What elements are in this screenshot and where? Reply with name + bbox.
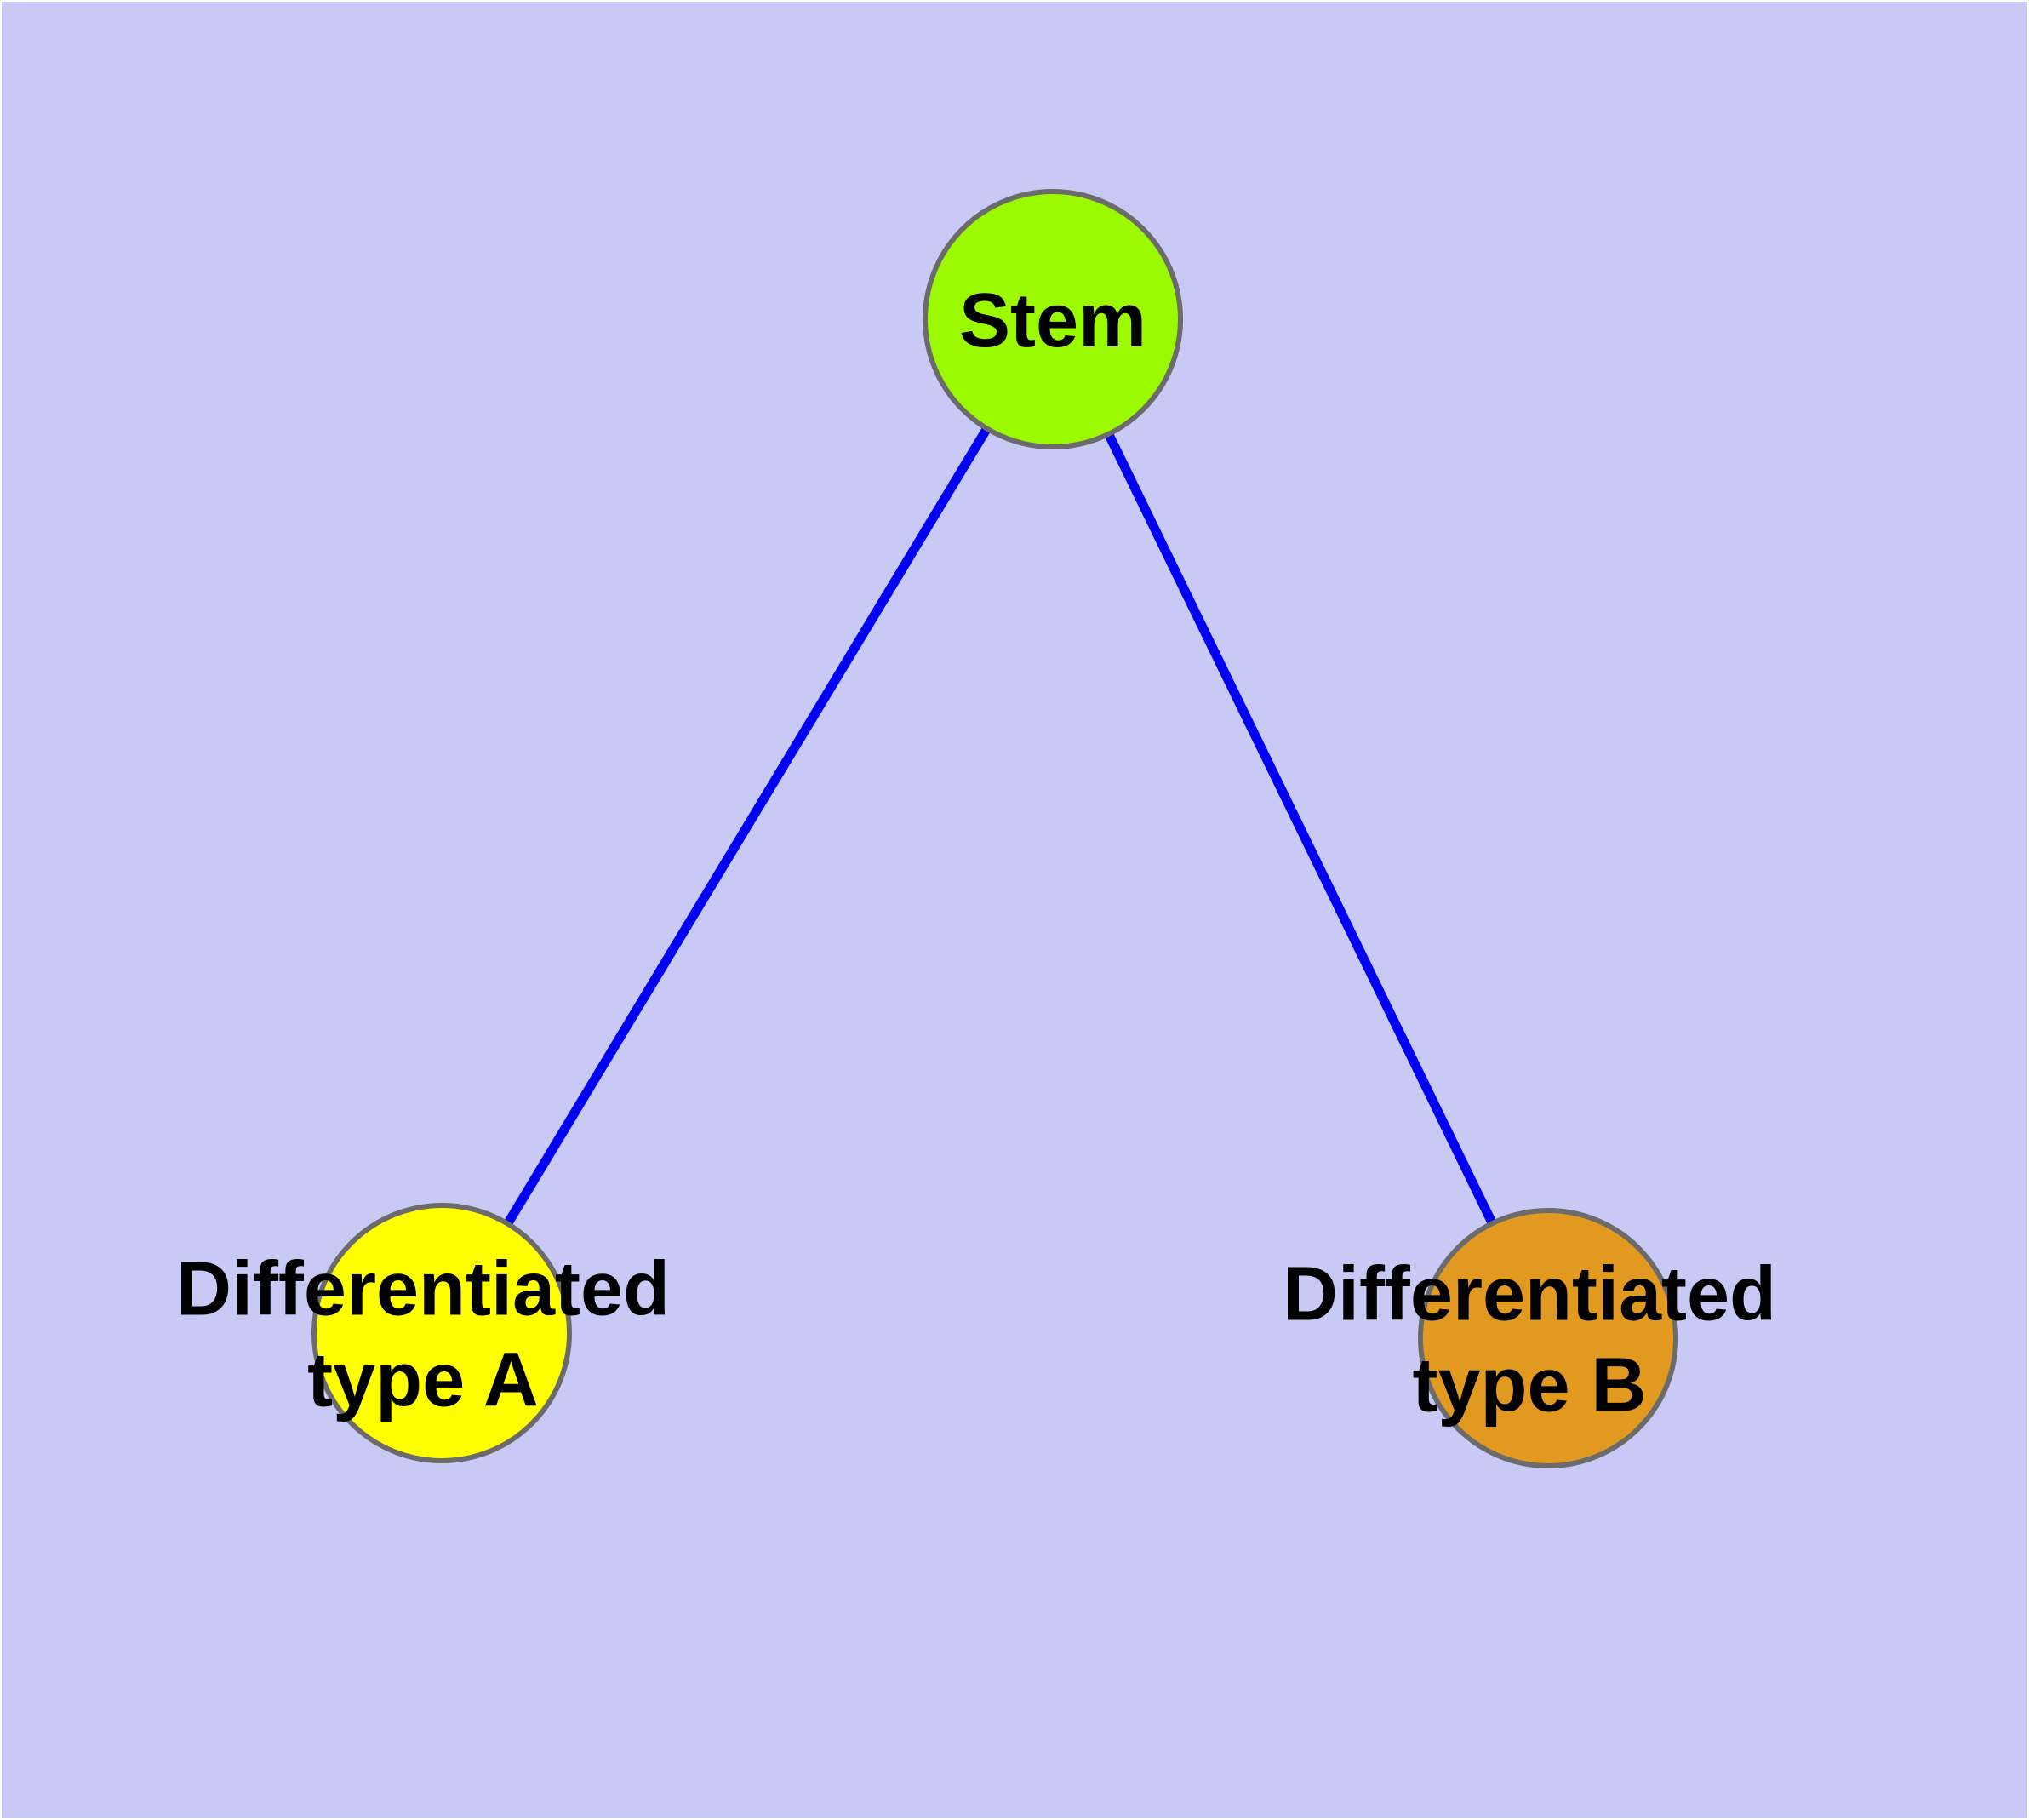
- node-label-differentiated-type-b-line-2: type B: [1412, 1343, 1646, 1428]
- nodes-layer: [311, 189, 1678, 1468]
- node-differentiated-type-b: [1418, 1208, 1678, 1468]
- node-label-stem-line-1: Stem: [959, 278, 1146, 363]
- node-label-differentiated-type-a-line-1: Differentiated: [176, 1247, 670, 1332]
- node-differentiated-type-a: [311, 1203, 572, 1463]
- edge-stem-to-differentiated-type-a: [437, 317, 1057, 1336]
- node-stem: [923, 189, 1183, 449]
- edge-stem-to-differentiated-type-b: [1049, 317, 1552, 1341]
- edges-layer: [437, 317, 1552, 1341]
- node-label-differentiated-type-a-line-2: type A: [307, 1338, 539, 1423]
- node-label-differentiated-type-b-line-1: Differentiated: [1283, 1252, 1776, 1337]
